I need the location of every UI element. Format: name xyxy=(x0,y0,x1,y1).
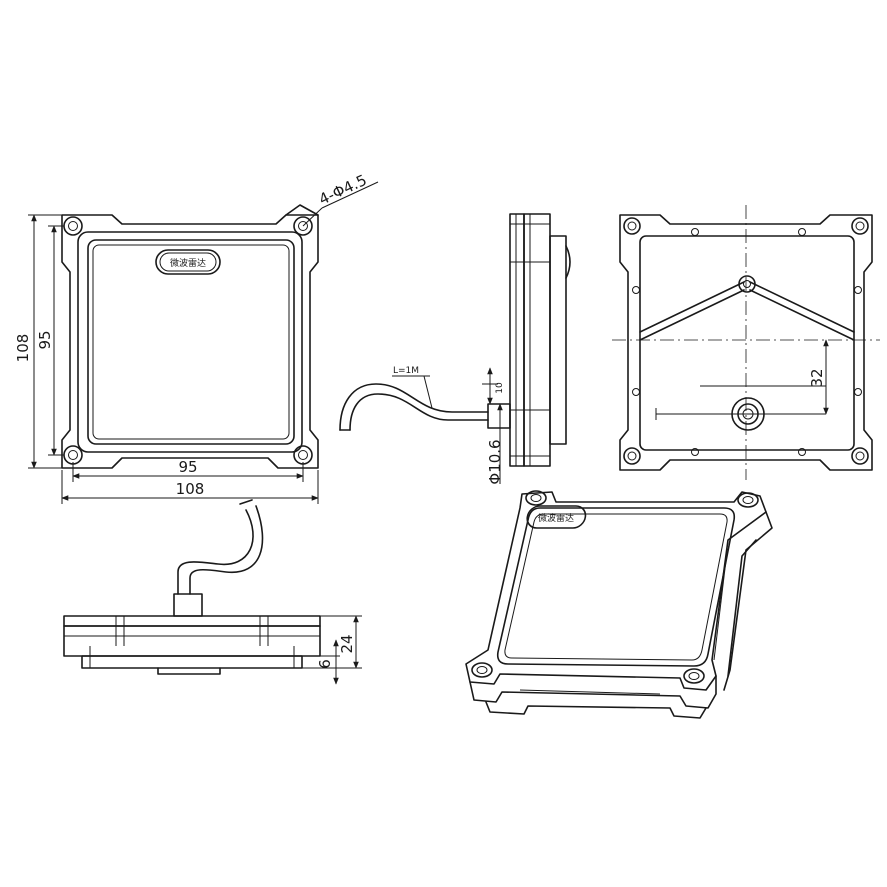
cable-length-text: L=1M xyxy=(393,366,419,376)
bottom-view: 24 6 xyxy=(63,499,362,685)
iso-label-text: 微波雷达 xyxy=(538,512,574,524)
iso-hole-bl xyxy=(471,662,493,678)
front-view: 微波雷达 4-Φ4.5 108 95 95 xyxy=(14,171,379,504)
side-cable-lower xyxy=(349,393,489,431)
front-mounting-hole-bl xyxy=(63,445,83,465)
side-body-front xyxy=(549,235,567,445)
rear-rib-right-2 xyxy=(749,289,855,341)
rear-mounting-hole-br xyxy=(851,447,869,465)
rear-outer-housing xyxy=(619,214,873,471)
front-label-plate xyxy=(155,249,221,275)
dim-24-text: 24 xyxy=(338,634,356,653)
dim-outer-height-text: 108 xyxy=(14,334,32,363)
side-view: L=1M 10 Φ10.6 xyxy=(339,213,571,485)
dim-32-text: 32 xyxy=(808,368,826,387)
front-label-plate-inner xyxy=(159,252,217,272)
iso-recess xyxy=(496,507,736,667)
bottom-cable-gland xyxy=(173,593,203,617)
bottom-top-plate xyxy=(63,615,321,627)
cable-length-leader xyxy=(423,375,433,409)
iso-hole-br xyxy=(683,668,705,684)
bottom-cable xyxy=(177,509,254,595)
rear-inner-frame xyxy=(639,235,855,451)
front-panel xyxy=(87,239,295,445)
hole-callout-leader xyxy=(302,207,323,227)
rear-screws xyxy=(632,228,862,456)
front-mounting-hole-br xyxy=(293,445,313,465)
iso-side-front-2 xyxy=(485,701,707,719)
dim-inner-height-text: 95 xyxy=(36,330,54,349)
iso-side-detail-2 xyxy=(713,559,727,661)
dim-6-text: 6 xyxy=(316,659,334,669)
side-connector-bump xyxy=(565,245,571,279)
front-panel-inner-edge xyxy=(92,244,290,440)
rear-rib-right xyxy=(749,281,855,333)
side-body-back xyxy=(509,213,525,467)
iso-view: 微波雷达 xyxy=(465,490,773,719)
front-outer-housing xyxy=(61,214,319,469)
iso-side-right xyxy=(723,511,773,691)
dim-inner-width-text: 95 xyxy=(178,458,197,476)
front-recess-frame xyxy=(77,231,303,453)
hole-callout-shelf xyxy=(321,181,379,209)
iso-side-detail xyxy=(519,689,661,695)
dim-outer-width-text: 108 xyxy=(176,480,205,498)
iso-top-outer xyxy=(465,491,767,691)
dim-cable-diameter-text: Φ10.6 xyxy=(486,439,504,484)
front-label-text: 微波雷达 xyxy=(170,257,206,269)
rear-rib-left-2 xyxy=(639,289,745,341)
rear-mounting-hole-tl xyxy=(623,217,641,235)
rear-mounting-hole-bl xyxy=(623,447,641,465)
rear-view: 32 xyxy=(612,205,880,480)
rear-rib-boss xyxy=(738,275,756,293)
iso-side-front xyxy=(469,675,717,709)
side-cable-gland xyxy=(487,403,511,429)
iso-label-plate xyxy=(526,505,587,529)
iso-side-right-2 xyxy=(727,539,757,677)
iso-hole-tl xyxy=(525,490,547,506)
bottom-cable-end xyxy=(239,499,253,505)
front-mounting-hole-tl xyxy=(63,216,83,236)
hole-callout-text: 4-Φ4.5 xyxy=(316,171,369,209)
bottom-connector xyxy=(157,667,221,675)
iso-recess-inner xyxy=(504,513,728,661)
bottom-cable-2 xyxy=(189,505,264,595)
front-mounting-hole-tr xyxy=(293,216,313,236)
rear-rib-left xyxy=(639,281,745,333)
rear-mounting-hole-tr xyxy=(851,217,869,235)
dim-gap-text: 10 xyxy=(495,382,505,394)
side-cable xyxy=(339,383,489,431)
bottom-body xyxy=(63,625,321,657)
front-ear-top-right xyxy=(285,204,319,216)
iso-hole-tr xyxy=(737,492,759,508)
bottom-base xyxy=(81,655,303,669)
side-body-mid xyxy=(523,213,551,467)
